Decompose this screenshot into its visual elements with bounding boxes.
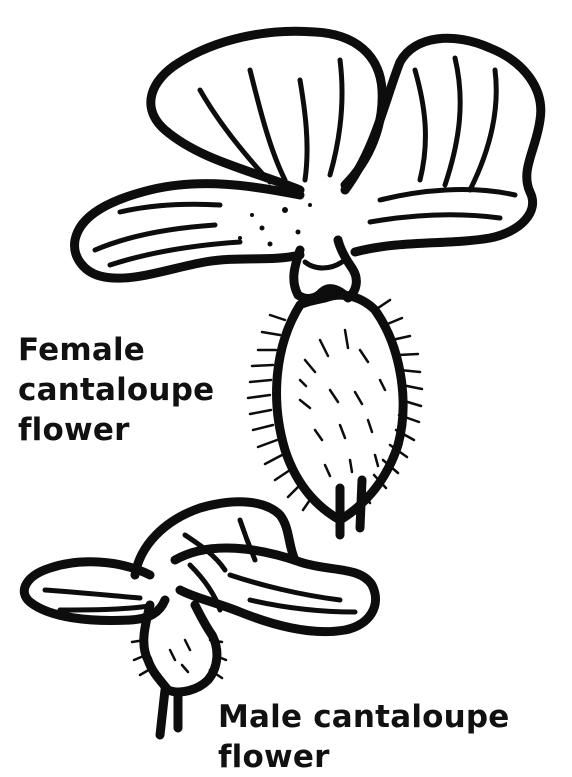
male-flower-label: Male cantaloupe flower <box>218 697 558 777</box>
female-label-line-2: cantaloupe <box>18 370 248 410</box>
male-label-line-2: flower <box>218 737 558 777</box>
male-top-petal <box>135 502 295 575</box>
female-flower-drawing <box>75 31 541 535</box>
male-stem <box>160 690 178 735</box>
female-top-petal <box>151 31 382 190</box>
female-label-line-1: Female <box>18 330 248 370</box>
female-label-line-3: flower <box>18 410 248 450</box>
male-label-line-1: Male cantaloupe <box>218 697 558 737</box>
female-flower-label: Female cantaloupe flower <box>18 330 248 450</box>
